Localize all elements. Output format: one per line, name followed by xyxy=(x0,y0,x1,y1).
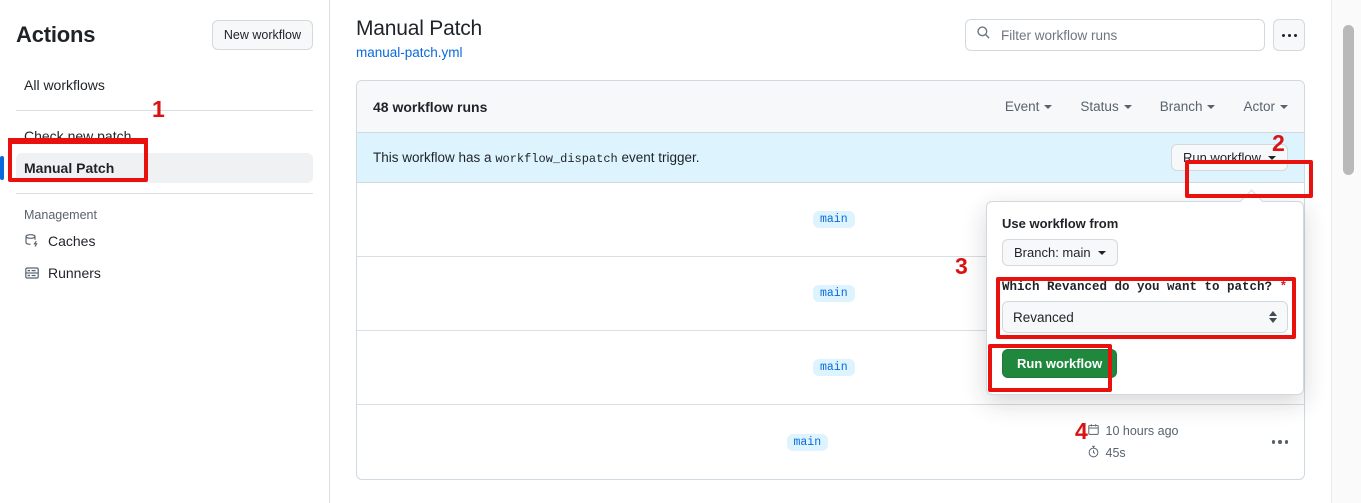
run-duration: 45s xyxy=(1087,445,1262,461)
sort-updown-icon xyxy=(1269,311,1277,323)
page-title: Manual Patch xyxy=(356,17,483,40)
search-box[interactable] xyxy=(965,19,1265,51)
runs-header: 48 workflow runs Event Status Branch xyxy=(357,81,1304,133)
dispatch-text-before: This workflow has a xyxy=(373,149,492,165)
server-icon xyxy=(24,265,40,281)
filter-label: Actor xyxy=(1243,99,1275,114)
dispatch-text-after: event trigger. xyxy=(621,149,700,165)
runs-count-label: 48 workflow runs xyxy=(373,98,488,115)
filter-label: Status xyxy=(1080,99,1119,114)
new-workflow-button[interactable]: New workflow xyxy=(211,20,313,50)
header-tools xyxy=(965,19,1305,51)
patch-target-select[interactable]: Revanced xyxy=(1002,301,1288,333)
sidebar-divider xyxy=(16,110,313,111)
page-scrollbar-track[interactable] xyxy=(1331,0,1361,503)
kebab-icon xyxy=(1281,33,1297,37)
main-header: Manual Patch manual-patch.yml xyxy=(356,14,1305,62)
sidebar-item-all-workflows[interactable]: All workflows xyxy=(16,70,313,100)
run-workflow-popover: Use workflow from Branch: main Which Rev… xyxy=(986,201,1304,395)
patch-target-value: Revanced xyxy=(1013,309,1074,325)
run-meta-cell: 10 hours ago 45s xyxy=(1087,423,1262,461)
more-options-button[interactable] xyxy=(1273,19,1305,51)
sidebar-section-management: Management xyxy=(24,208,97,222)
run-date: 10 hours ago xyxy=(1087,423,1262,439)
submit-run-workflow-button[interactable]: Run workflow xyxy=(1002,349,1118,378)
run-workflow-button-label: Run workflow xyxy=(1182,150,1261,165)
table-row[interactable]: main xyxy=(357,257,1304,331)
sidebar-item-label: Caches xyxy=(48,233,96,249)
branch-badge[interactable]: main xyxy=(813,285,855,302)
chevron-down-icon xyxy=(1207,104,1216,109)
page-scrollbar-thumb[interactable] xyxy=(1343,25,1354,175)
chevron-down-icon xyxy=(1123,104,1132,109)
run-branch-cell: main xyxy=(813,211,1113,228)
search-input[interactable] xyxy=(999,26,1254,44)
patch-target-field-label: Which Revanced do you want to patch? * xyxy=(1002,280,1288,294)
run-branch-cell: main xyxy=(786,433,1087,451)
branch-badge[interactable]: main xyxy=(813,211,855,228)
run-date-label: 10 hours ago xyxy=(1105,424,1179,438)
run-duration-label: 45s xyxy=(1105,446,1126,460)
page-heading-group: Manual Patch manual-patch.yml xyxy=(356,14,482,62)
row-more-options-button[interactable] xyxy=(1271,440,1288,444)
run-workflow-dropdown-button[interactable]: Run workflow xyxy=(1170,144,1288,171)
dispatch-event-code: workflow_dispatch xyxy=(495,151,618,166)
workflow-file-link[interactable]: manual-patch.yml xyxy=(356,45,463,60)
search-icon xyxy=(976,25,991,45)
sidebar-item-manual-patch[interactable]: Manual Patch xyxy=(0,153,313,183)
calendar-icon xyxy=(1087,423,1100,439)
branch-select-button[interactable]: Branch: main xyxy=(1002,239,1118,266)
sidebar-nav: All workflows Check new patch Manual Pat… xyxy=(0,70,313,288)
sidebar-divider xyxy=(16,193,313,194)
sidebar-item-check-new-patch[interactable]: Check new patch xyxy=(16,121,313,151)
sidebar-header: Actions New workflow xyxy=(16,0,313,56)
run-branch-cell: main xyxy=(813,359,1113,376)
runs-filter-group: Event Status Branch Actor xyxy=(1005,99,1288,114)
cache-icon xyxy=(24,233,40,249)
chevron-down-icon xyxy=(1097,250,1106,255)
filter-label: Event xyxy=(1004,99,1040,114)
sidebar-item-label: Check new patch xyxy=(24,128,132,144)
use-workflow-from-label: Use workflow from xyxy=(1002,216,1119,231)
required-marker: * xyxy=(1279,280,1288,294)
dispatch-banner-text: This workflow has a workflow_dispatch ev… xyxy=(373,150,700,166)
table-row[interactable]: main 10 hours ago xyxy=(357,405,1304,479)
chevron-down-icon xyxy=(1044,104,1053,109)
sidebar-item-label: Manual Patch xyxy=(24,160,115,176)
chevron-down-icon xyxy=(1280,104,1288,109)
filter-branch[interactable]: Branch xyxy=(1160,99,1216,114)
sidebar-title: Actions xyxy=(16,22,96,47)
stopwatch-icon xyxy=(1087,445,1100,461)
filter-actor[interactable]: Actor xyxy=(1243,99,1288,114)
sidebar-item-runners[interactable]: Runners xyxy=(16,258,313,288)
branch-badge[interactable]: main xyxy=(813,359,855,376)
branch-badge[interactable]: main xyxy=(786,433,829,451)
workflow-dispatch-banner: This workflow has a workflow_dispatch ev… xyxy=(357,133,1304,183)
filter-status[interactable]: Status xyxy=(1080,99,1132,114)
filter-label: Branch xyxy=(1159,99,1203,114)
field-label-text: Which Revanced do you want to patch? xyxy=(1002,280,1273,294)
filter-event[interactable]: Event xyxy=(1005,99,1053,114)
sidebar-item-label: All workflows xyxy=(24,77,105,93)
branch-select-label: Branch: main xyxy=(1014,245,1091,260)
table-row[interactable]: main xyxy=(357,183,1304,257)
sidebar-item-caches[interactable]: Caches xyxy=(16,226,313,256)
sidebar-item-label: Runners xyxy=(48,265,101,281)
sidebar: Actions New workflow All workflows Check… xyxy=(0,0,330,503)
run-branch-cell: main xyxy=(813,285,1113,302)
chevron-down-icon xyxy=(1268,155,1276,160)
